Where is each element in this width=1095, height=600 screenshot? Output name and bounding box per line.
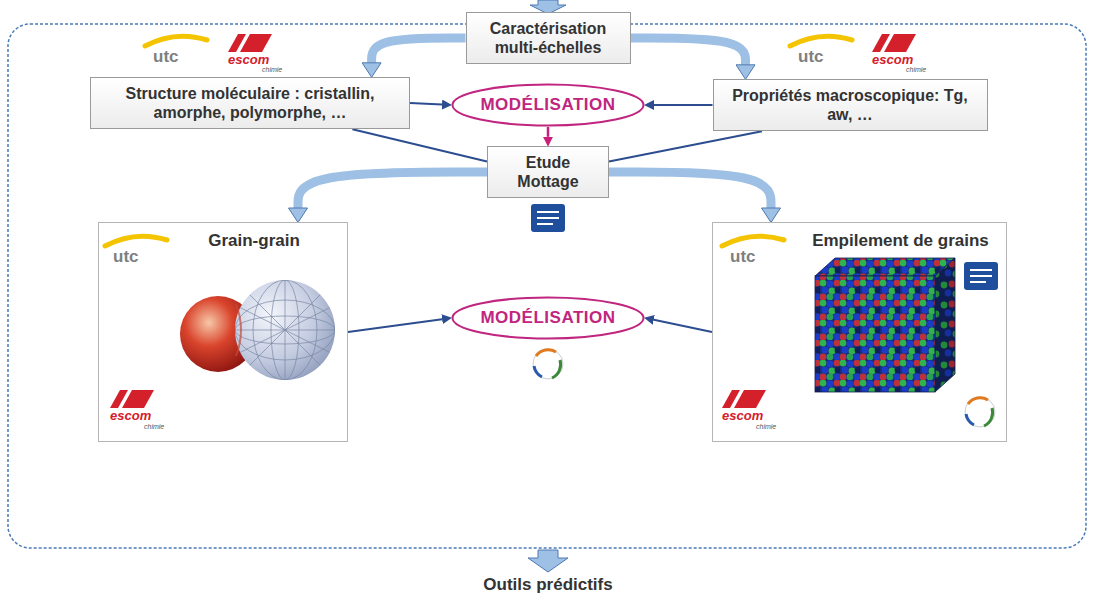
process-box: Etude Mottage <box>487 146 609 198</box>
block-arrow <box>631 38 746 65</box>
grain-packing-cube <box>815 258 955 392</box>
box-label: Etude Mottage <box>498 153 598 191</box>
logo-text: escom <box>722 409 763 423</box>
logo-text: chimie <box>144 423 164 431</box>
flow-connector <box>348 319 442 332</box>
output-arrow <box>528 550 568 572</box>
logo-text: utc <box>730 248 756 267</box>
block-arrow <box>609 172 771 208</box>
flow-connector <box>609 131 762 161</box>
block-arrow <box>298 172 487 208</box>
output-label: Outils prédictifs <box>483 576 612 595</box>
ellipse-outline <box>453 298 644 339</box>
block-arrow <box>372 38 466 63</box>
utc-logo <box>105 36 852 246</box>
logo-text: chimie <box>906 66 926 74</box>
grain-contact-figure <box>180 280 335 380</box>
logo-text: chimie <box>262 66 282 74</box>
logo-text: escom <box>872 53 913 67</box>
process-box: Caractérisation multi-échelles <box>466 12 631 64</box>
dashed-frame <box>8 24 1086 548</box>
ellipse-outline <box>453 85 644 126</box>
logo-text: utc <box>798 48 824 67</box>
modelling-ellipse: MODÉLISATION <box>451 296 645 340</box>
flow-connector <box>410 103 442 105</box>
ellipse-label: MODÉLISATION <box>480 95 615 115</box>
flow-connector <box>654 104 713 106</box>
modelling-ellipse: MODÉLISATION <box>451 83 645 127</box>
box-label: Propriétés macroscopique: Tg, aw, … <box>724 86 977 124</box>
panel-heading: Empilement de grains <box>713 223 1006 251</box>
box-label: Structure moléculaire : cristallin, amor… <box>101 84 399 122</box>
box-label: Caractérisation multi-échelles <box>477 19 620 57</box>
logo-text: chimie <box>756 423 776 431</box>
process-box: Propriétés macroscopique: Tg, aw, … <box>713 79 988 131</box>
ellipse-label: MODÉLISATION <box>480 308 615 328</box>
logo-text: utc <box>113 248 139 267</box>
logo-text: escom <box>228 53 269 67</box>
flow-connector <box>547 127 550 137</box>
flow-connector <box>654 320 712 332</box>
process-box: Structure moléculaire : cristallin, amor… <box>90 77 410 129</box>
flow-connector <box>352 129 487 161</box>
logo-text: utc <box>153 48 179 67</box>
panel-heading: Grain-grain <box>99 223 347 251</box>
logo-text: escom <box>110 409 151 423</box>
